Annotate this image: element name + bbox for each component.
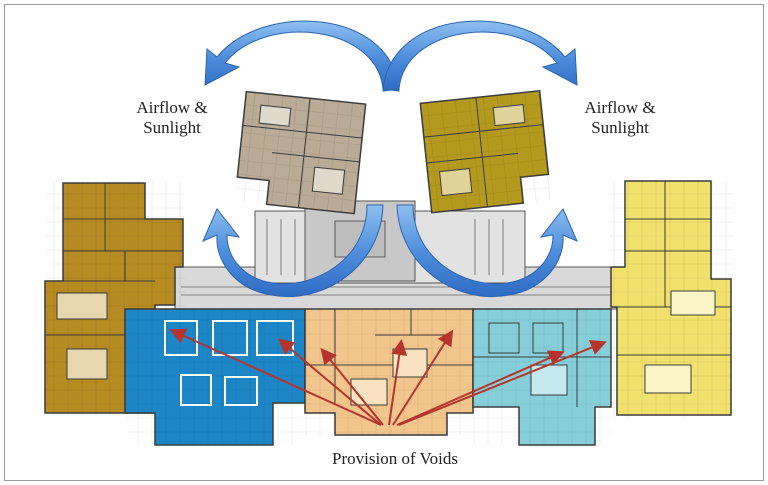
floor-plan-diagram: [44, 20, 733, 446]
void-arrow-7: [398, 340, 607, 426]
provision-of-voids-label: Provision of Voids: [332, 449, 458, 468]
airflow-label-left-line1: Airflow &: [136, 98, 208, 117]
diagram-frame: Airflow & Sunlight Airflow & Sunlight Pr…: [4, 4, 764, 481]
airflow-arrow-top-right: [382, 20, 578, 92]
void-arrow-6: [396, 350, 565, 426]
sunlight-label-right-line2: Sunlight: [591, 118, 649, 137]
void-arrow-1: [169, 328, 382, 426]
void-arrow-2: [277, 338, 382, 426]
airflow-label-right-line1: Airflow &: [584, 98, 656, 117]
void-arrow-5: [392, 329, 454, 426]
right-light-blue-unit: [472, 308, 612, 446]
sunlight-label-left-line2: Sunlight: [143, 118, 201, 137]
top-olive-unit: [419, 89, 552, 214]
airflow-arrows: [202, 20, 578, 297]
airflow-arrow-bottom-right: [396, 204, 578, 297]
airflow-arrow-bottom-left: [202, 204, 384, 297]
central-peach-unit: [304, 308, 474, 436]
right-yellow-unit: [609, 180, 733, 417]
void-arrows: [169, 328, 607, 426]
top-tan-unit: [234, 90, 367, 215]
void-arrow-3: [320, 347, 384, 426]
left-blue-unit: [124, 308, 306, 446]
airflow-arrow-top-left: [204, 20, 400, 92]
airflow-sunlight-label-right: Airflow & Sunlight: [565, 98, 675, 138]
airflow-sunlight-label-left: Airflow & Sunlight: [117, 98, 227, 138]
void-arrow-4: [388, 339, 408, 426]
